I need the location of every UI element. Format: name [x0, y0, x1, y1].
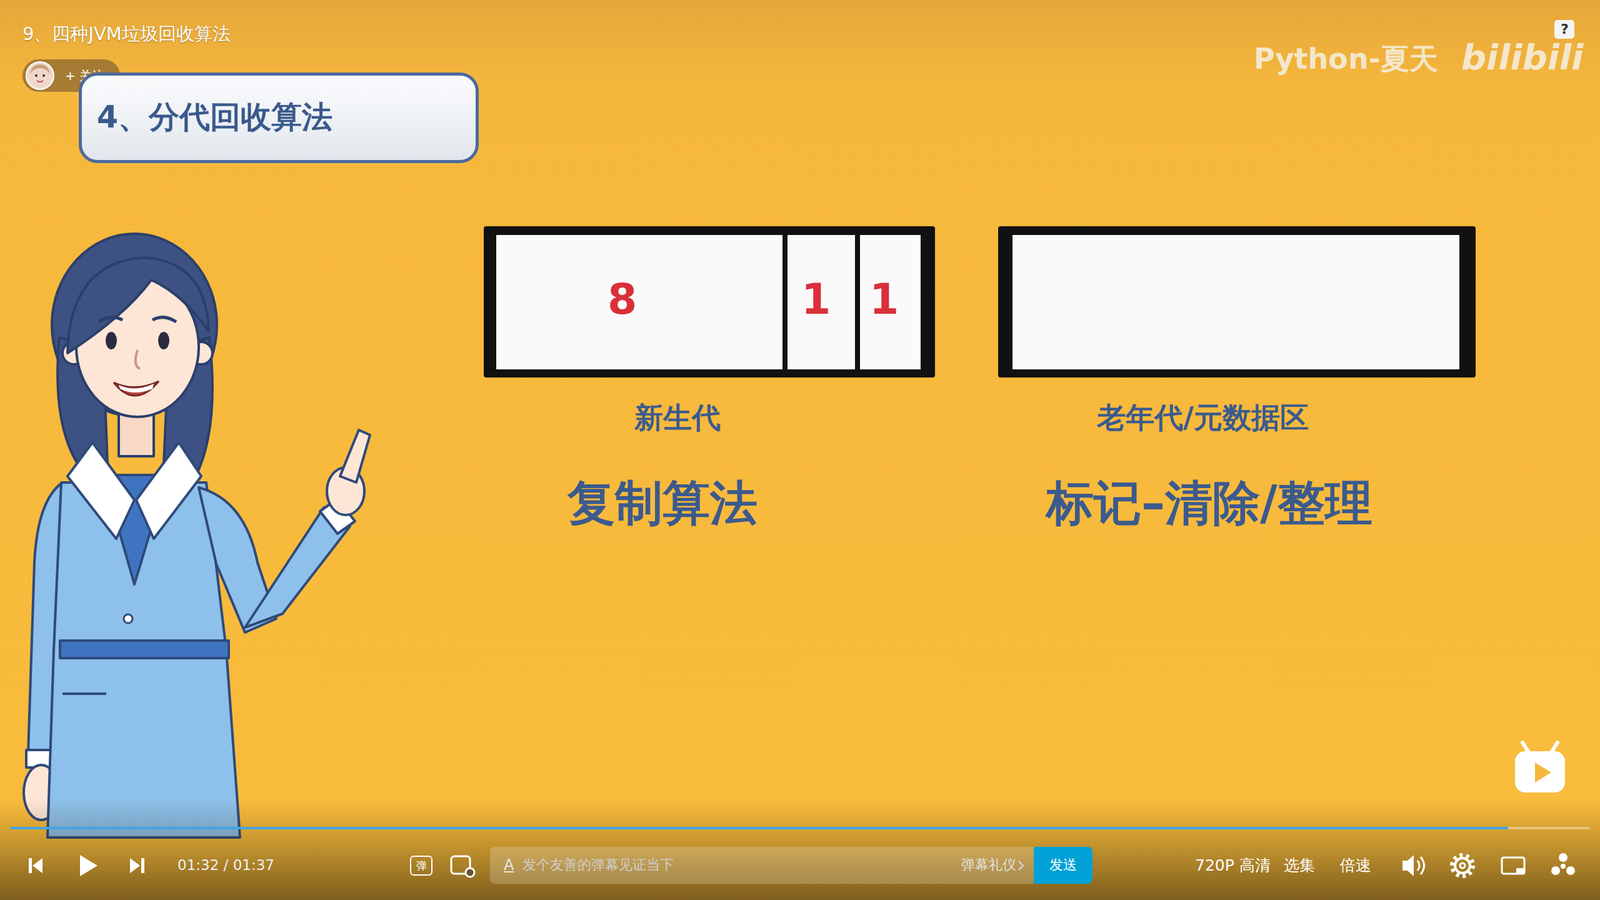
node-text: ?: [1560, 21, 1569, 38]
node-text: 8: [607, 273, 637, 325]
node-text: 1: [869, 273, 899, 325]
node-text: 发个友善的弹幕见证当下: [522, 856, 674, 874]
episode-button: 选集: [1283, 856, 1315, 875]
node-text: 弹幕礼仪: [961, 856, 1017, 874]
node-text: 老年代/元数据区: [1096, 400, 1309, 435]
bilibili-logo: bilibili: [1461, 36, 1584, 79]
video-title: 9、四种JVM垃圾回收算法: [22, 23, 231, 45]
node-text: A: [503, 856, 514, 875]
help-icon: ?: [1554, 20, 1575, 39]
chevron-icon: [1015, 858, 1028, 873]
algorithm-label: 复制算法: [567, 474, 758, 532]
eden-cell: 8: [496, 235, 783, 370]
watermark-text: Python-夏天: [1253, 41, 1439, 77]
section-heading-box: 4、分代回收算法: [78, 72, 479, 164]
speed-button: 倍速: [1340, 856, 1372, 875]
young-generation-box: 新生代811: [483, 226, 935, 378]
time-display: 01:32 / 01:37: [177, 856, 275, 875]
old-generation-box: 老年代/元数据区: [998, 226, 1476, 378]
danmaku-toggle-icon: 弹: [410, 855, 433, 876]
node-text: 新生代: [634, 400, 721, 435]
avatar-icon: [25, 60, 55, 91]
node-text: 1: [801, 273, 831, 325]
node-text: 发送: [1049, 856, 1077, 874]
node-text: 4、分代回收算法: [96, 99, 333, 137]
quality-button: 720P 高清: [1195, 856, 1271, 875]
node-text: 弹: [416, 859, 427, 872]
danmaku-input: A 发个友善的弹幕见证当下 弹幕礼仪: [490, 846, 1034, 884]
send-button: 发送: [1033, 846, 1093, 884]
survivor-cell: 1: [787, 235, 855, 370]
algorithm-label: 标记–清除/整理: [1046, 474, 1373, 532]
survivor-cell: 1: [860, 235, 921, 370]
